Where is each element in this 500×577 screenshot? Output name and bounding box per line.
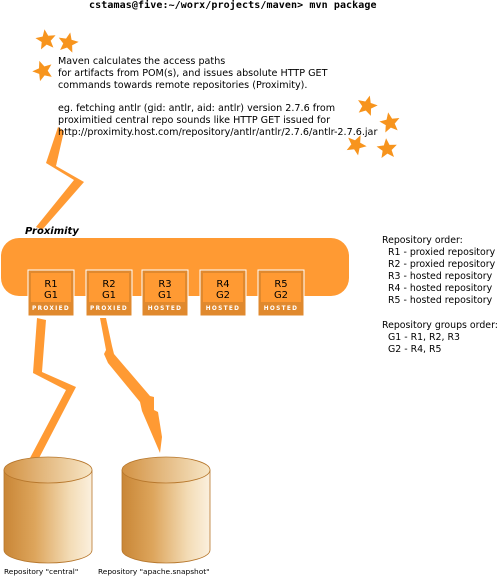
description-line: Maven calculates the access paths: [58, 56, 226, 67]
repository-group: G1: [43, 290, 59, 301]
repository-order-item: R5 - hosted repository: [388, 295, 493, 306]
repository-order-heading: Repository order:: [382, 235, 463, 246]
lightning-bolt-icon: [36, 127, 84, 230]
description-line: for artifacts from POM(s), and issues ab…: [58, 68, 328, 79]
repository-type-badge: HOSTED: [263, 306, 299, 312]
repository-order-item: R1 - proxied repository: [388, 247, 496, 258]
star-icon: [346, 135, 367, 156]
remote-repository-label: Repository "apache.snapshot": [98, 567, 210, 576]
repository-order-item: R4 - hosted repository: [388, 283, 493, 294]
description-line: http://proximity.host.com/repository/ant…: [58, 127, 378, 138]
remote-repository-label: Repository "central": [4, 567, 79, 576]
repository-order-item: R3 - hosted repository: [388, 271, 493, 282]
repository-group: G1: [157, 290, 173, 301]
star-icon: [376, 138, 397, 159]
star-icon: [358, 95, 378, 116]
star-icon: [32, 60, 52, 82]
proximity-title: Proximity: [25, 226, 79, 237]
repository-id: R4: [216, 279, 230, 290]
database-icon-central: [3, 456, 93, 564]
command-line: cstamas@five:~/worx/projects/maven> mvn …: [89, 0, 377, 11]
description-line: eg. fetching antlr (gid: antlr, aid: ant…: [58, 103, 336, 114]
description-line: proximitied central repo sounds like HTT…: [58, 115, 331, 126]
repository-boxes: [27, 269, 305, 317]
repository-type-badge: HOSTED: [147, 306, 183, 312]
star-icon-group-right: [346, 95, 400, 159]
description-line: commands towards remote repositories (Pr…: [58, 80, 308, 91]
group-order-heading: Repository groups order:: [382, 320, 498, 331]
repository-group: G2: [273, 290, 289, 301]
database-icon-apache-snapshot: [121, 456, 211, 564]
repository-type-badge: PROXIED: [32, 306, 70, 312]
group-order-item: G2 - R4, R5: [388, 344, 442, 355]
repository-id: R3: [158, 279, 172, 290]
repository-id: R2: [102, 279, 116, 290]
repository-group: G1: [101, 290, 117, 301]
repository-order-item: R2 - proxied repository: [388, 259, 496, 270]
lightning-bolt-icon: [100, 318, 162, 453]
star-icon: [379, 112, 400, 133]
repository-type-badge: HOSTED: [205, 306, 241, 312]
repository-id: R1: [44, 279, 58, 290]
repository-id: R5: [274, 279, 288, 290]
lightning-bolt-icon: [30, 318, 76, 460]
star-icon-group-left: [32, 29, 79, 82]
group-order-item: G1 - R1, R2, R3: [388, 332, 460, 343]
repository-type-badge: PROXIED: [90, 306, 128, 312]
star-icon: [58, 32, 79, 53]
repository-group: G2: [215, 290, 231, 301]
star-icon: [35, 29, 56, 50]
